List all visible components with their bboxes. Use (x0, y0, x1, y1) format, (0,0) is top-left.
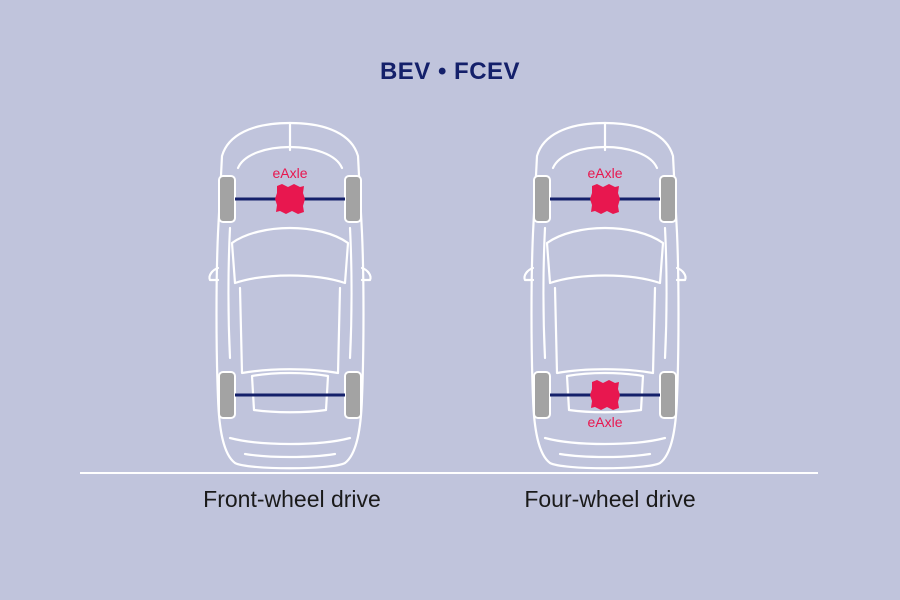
car-four-wheel-drive: eAxle eAxle (523, 121, 687, 470)
caption-front-wheel-drive: Front-wheel drive (203, 486, 381, 512)
caption-four-wheel-drive: Four-wheel drive (524, 486, 696, 512)
eaxle-front (590, 184, 620, 214)
eaxle-front (275, 184, 305, 214)
eaxle-label-rear: eAxle (587, 414, 622, 430)
eaxle-label-front: eAxle (587, 165, 622, 181)
diagram-title: BEV • FCEV (379, 58, 521, 85)
eaxle-rear (590, 380, 620, 410)
eaxle-label-front: eAxle (272, 165, 307, 181)
car-front-wheel-drive: eAxle (208, 121, 372, 470)
